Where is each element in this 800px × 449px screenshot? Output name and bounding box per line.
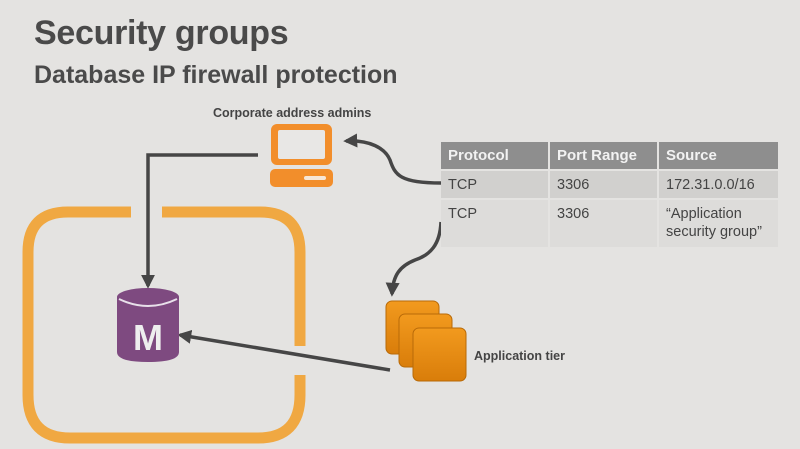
instances-stack-icon	[385, 300, 467, 382]
arrow-admins-to-database	[141, 153, 258, 289]
security-group-rules-table: Protocol Port Range Source TCP 3306 172.…	[439, 140, 780, 249]
arrow-rule1-to-admins	[343, 133, 442, 185]
security-group-boundary	[22, 206, 306, 444]
cell-source: “Application security group”	[659, 200, 778, 247]
slide-title: Security groups	[34, 14, 289, 52]
table-row: TCP 3306 “Application security group”	[441, 200, 778, 247]
database-engine-letter: M	[133, 317, 163, 358]
cell-port-range: 3306	[550, 171, 657, 198]
slide-subtitle: Database IP firewall protection	[34, 61, 398, 89]
column-header-port-range: Port Range	[550, 142, 657, 169]
desktop-computer-icon	[270, 124, 333, 187]
table-row: TCP 3306 172.31.0.0/16	[441, 171, 778, 198]
arrow-rule2-to-app-tier	[385, 221, 443, 297]
arrow-app-tier-to-database	[177, 329, 391, 372]
mysql-database-icon: M	[117, 288, 179, 362]
admins-label: Corporate address admins	[213, 106, 372, 120]
column-header-source: Source	[659, 142, 778, 169]
cell-source: 172.31.0.0/16	[659, 171, 778, 198]
app-tier-label: Application tier	[474, 349, 565, 363]
cell-protocol: TCP	[441, 171, 548, 198]
table-header-row: Protocol Port Range Source	[441, 142, 778, 169]
cell-port-range: 3306	[550, 200, 657, 247]
column-header-protocol: Protocol	[441, 142, 548, 169]
cell-protocol: TCP	[441, 200, 548, 247]
